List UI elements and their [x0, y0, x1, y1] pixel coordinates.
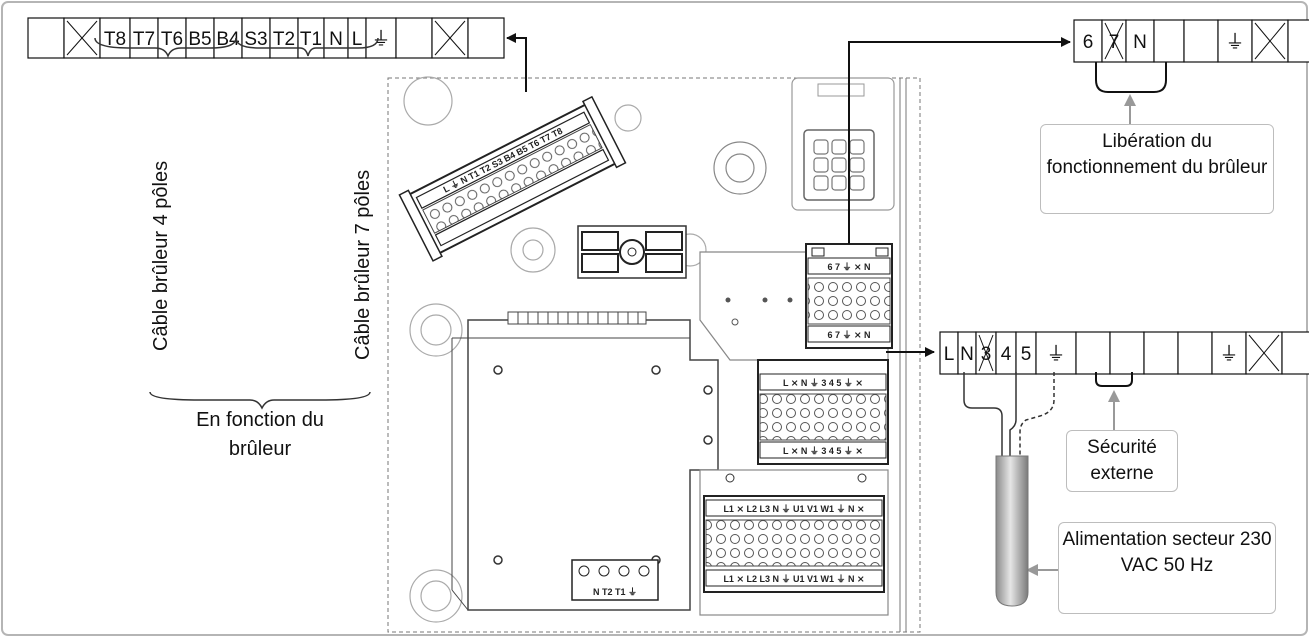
- burner-strip-cell: [365, 17, 397, 59]
- mains-strip-terminal-label: ⏚: [1046, 344, 1065, 365]
- release-wire-arrow: [848, 37, 1071, 244]
- mains-strip-cell: [1075, 331, 1111, 375]
- mains-strip-cell: [1143, 331, 1179, 375]
- depends-on-burner-label: En fonction du brûleur: [196, 409, 324, 460]
- burner-strip-cell: [467, 17, 505, 59]
- release-strip-terminal-label: ⏚: [1225, 32, 1244, 53]
- mains-strip-blank-mark: [1248, 334, 1280, 372]
- burner-release-callout: Libération du fonctionnement du brûleur: [1040, 124, 1274, 214]
- cable-4-poles-label: Câble brûleur 4 pôles: [150, 160, 172, 351]
- burner-strip-terminal-label: T6: [161, 29, 183, 50]
- controller-housing-outline: [387, 77, 921, 633]
- mains-strip-cell: [1109, 331, 1145, 375]
- brace-4-poles: [94, 37, 237, 59]
- release-bridge: [1095, 62, 1167, 93]
- mains-strip-terminal-label: 3: [981, 344, 992, 365]
- burner-strip-cell: [269, 17, 299, 59]
- mains-strip-cell: [1035, 331, 1077, 375]
- burner-strip-cell: [395, 17, 433, 59]
- burner-strip-terminal-label: T8: [104, 29, 126, 50]
- burner-strip-terminal-label: S3: [244, 29, 267, 50]
- burner-strip-terminal-label: T2: [273, 29, 295, 50]
- burner-cable-arrow: [506, 33, 527, 92]
- release-strip-cell: [1287, 19, 1309, 63]
- burner-strip-terminal-label: B5: [188, 29, 211, 50]
- release-strip-terminal-label: N: [1133, 32, 1147, 53]
- release-strip-terminal-label: 6: [1083, 32, 1094, 53]
- release-board-block: 6 7 ⏚ ⨯ N 6 7 ⏚ ⨯ N: [805, 243, 893, 349]
- burner-strip-cell: [213, 17, 243, 59]
- mains-strip-cell: [1211, 331, 1247, 375]
- mains-strip-terminal-label: 4: [1001, 344, 1012, 365]
- mains-strip-blank-mark: [978, 334, 994, 372]
- mains-supply-callout: Alimentation secteur 230 VAC 50 Hz: [1058, 522, 1276, 614]
- mains-block-label-top: L ⨯ N ⏚ 3 4 5 ⏚ ⨯: [783, 378, 863, 388]
- lower-block-label-bottom: L1 ⨯ L2 L3 N ⏚ U1 V1 W1 ⏚ N ⨯: [723, 574, 864, 584]
- callout-pointers: [1026, 94, 1136, 576]
- cable-7-poles-label: Câble brûleur 7 pôles: [352, 169, 374, 360]
- mains-board-block: L ⨯ N ⏚ 3 4 5 ⏚ ⨯ L ⨯ N ⏚ 3 4 5 ⏚ ⨯: [757, 359, 889, 465]
- mains-strip-terminal-label: 5: [1021, 344, 1032, 365]
- release-block-label-top: 6 7 ⏚ ⨯ N: [827, 262, 870, 272]
- burner-strip-terminal-label: B4: [216, 29, 240, 50]
- connection-wires: [506, 33, 1071, 357]
- mains-strip-terminal-label: ⏚: [1219, 344, 1238, 365]
- burner-strip-blank-mark: [66, 20, 98, 56]
- relay-block: [577, 225, 687, 279]
- burner-strip-terminal-label: ⏚: [371, 29, 390, 50]
- mains-strip-cell: [1281, 331, 1309, 375]
- release-strip-cell: [1153, 19, 1185, 63]
- mains-strip-terminal-label: N: [960, 344, 974, 365]
- power-module: N T2 T1 ⏚: [451, 311, 719, 611]
- release-strip-cell: [1073, 19, 1103, 63]
- burner-strip-terminal-label: T7: [133, 29, 155, 50]
- burner-strip-terminal-label: L: [352, 29, 363, 50]
- burner-strip-blank-mark: [434, 20, 466, 56]
- release-strip-blank-mark: [1254, 22, 1286, 60]
- safety-bridge: [1095, 372, 1133, 387]
- release-strip-cell: [1217, 19, 1253, 63]
- mounting-features: [403, 76, 767, 623]
- release-block-label-bottom: 6 7 ⏚ ⨯ N: [827, 330, 870, 340]
- top-right-module: [791, 77, 895, 211]
- burner-strip-cell: [99, 17, 131, 59]
- release-strip-terminal-label: 7: [1109, 32, 1120, 53]
- lower-block-label-top: L1 ⨯ L2 L3 N ⏚ U1 V1 W1 ⏚ N ⨯: [723, 504, 864, 514]
- burner-plug-connector: L ⏚ N T1 T2 S3 B4 B5 T6 T7 T8: [398, 95, 627, 262]
- burner-strip-cell: [27, 17, 65, 59]
- burner-strip-cell: [297, 17, 325, 59]
- small-block-label: N T2 T1 ⏚: [593, 587, 637, 597]
- release-strip-blank-mark: [1104, 22, 1124, 60]
- lower-board-block: L1 ⨯ L2 L3 N ⏚ U1 V1 W1 ⏚ N ⨯ L1 ⨯ L2 L3…: [699, 469, 889, 616]
- burner-strip-terminal-label: N: [329, 29, 343, 50]
- mains-block-label-bottom: L ⨯ N ⏚ 3 4 5 ⏚ ⨯: [783, 446, 863, 456]
- brace-burner: [149, 391, 371, 410]
- brace-7-poles: [235, 37, 379, 57]
- release-strip-cell: [1125, 19, 1155, 63]
- mains-strip-terminal-label: L: [944, 344, 955, 365]
- burner-strip-terminal-label: T1: [300, 29, 322, 50]
- burner-strip-cell: [323, 17, 349, 59]
- mains-cable: [963, 372, 1055, 607]
- mains-strip-cell: [1177, 331, 1213, 375]
- burner-strip-cell: [241, 17, 271, 59]
- external-safety-callout: Sécurité externe: [1066, 430, 1178, 492]
- release-strip-cell: [1183, 19, 1219, 63]
